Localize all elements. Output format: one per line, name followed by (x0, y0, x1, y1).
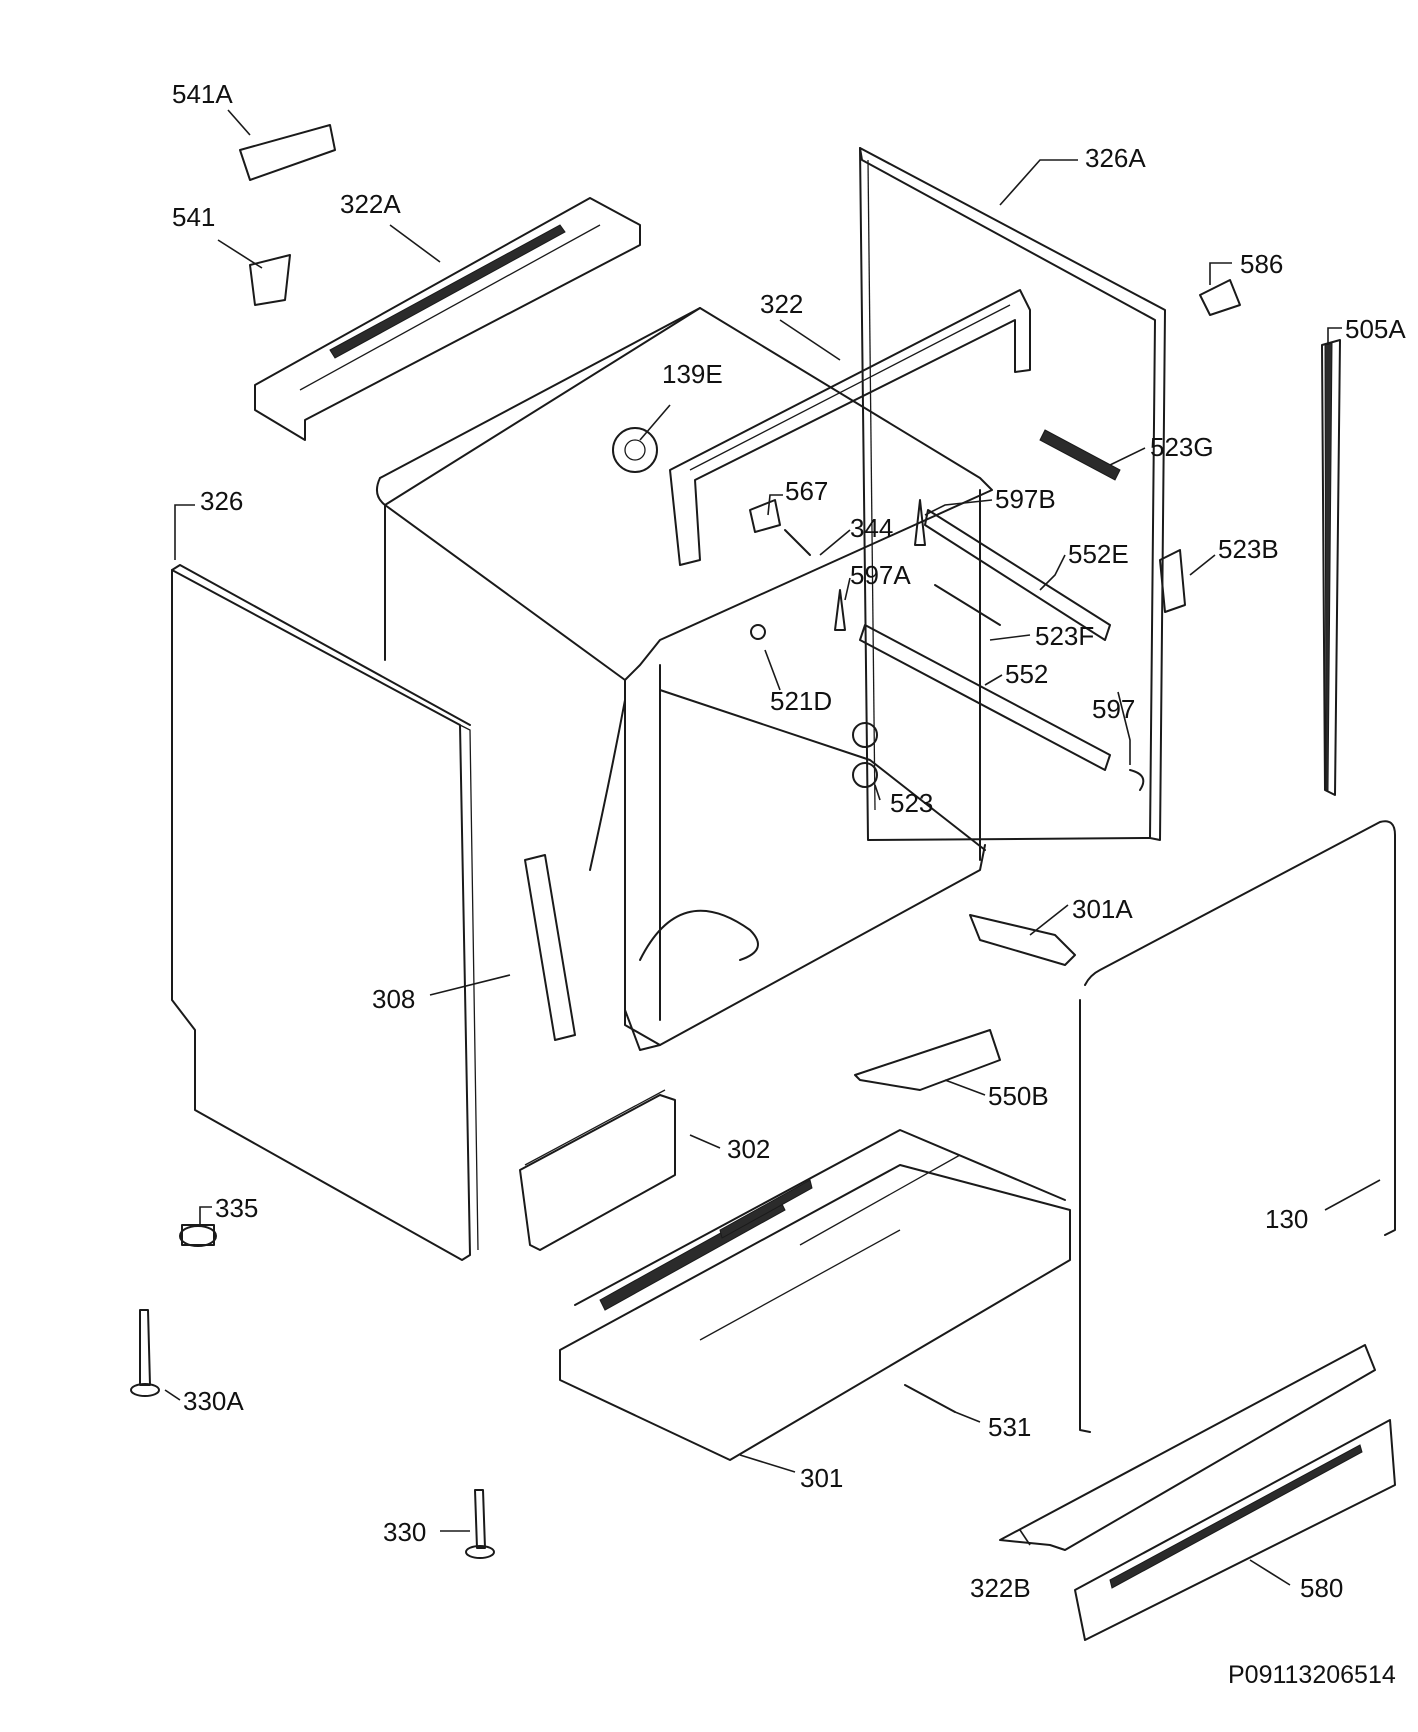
label-322A: 322A (340, 189, 401, 219)
label-523B: 523B (1218, 534, 1279, 564)
label-567: 567 (785, 476, 828, 506)
label-130: 130 (1265, 1204, 1308, 1234)
label-523G: 523G (1150, 432, 1214, 462)
label-301: 301 (800, 1463, 843, 1493)
top-rail-322A (254, 197, 641, 441)
label-552E: 552E (1068, 539, 1129, 569)
label-597: 597 (1092, 694, 1135, 724)
bottom-rails (999, 1344, 1396, 1641)
label-523F: 523F (1035, 621, 1094, 651)
leader-lines (164, 109, 1381, 1586)
label-322: 322 (760, 289, 803, 319)
label-330A: 330A (183, 1386, 244, 1416)
label-531: 531 (988, 1412, 1031, 1442)
label-308: 308 (372, 984, 415, 1014)
cover-302 (519, 1089, 676, 1251)
label-344: 344 (850, 513, 893, 543)
label-505A: 505A (1345, 314, 1406, 344)
label-541: 541 (172, 202, 215, 232)
door-seal-130 (1079, 820, 1396, 1433)
tub-body (375, 307, 993, 1051)
part-labels: 541A 541 322A 326A 586 505A 322 139E 523… (172, 79, 1406, 1603)
trim-strip-505A (1321, 339, 1341, 796)
label-326: 326 (200, 486, 243, 516)
label-301A: 301A (1072, 894, 1133, 924)
label-335: 335 (215, 1193, 258, 1223)
label-586: 586 (1240, 249, 1283, 279)
base-301 (559, 1129, 1071, 1461)
label-597B: 597B (995, 484, 1056, 514)
label-521D: 521D (770, 686, 832, 716)
label-330: 330 (383, 1517, 426, 1547)
label-580: 580 (1300, 1573, 1343, 1603)
label-541A: 541A (172, 79, 233, 109)
side-panel-326 (171, 564, 479, 1261)
label-322B: 322B (970, 1573, 1031, 1603)
diagram-code: P09113206514 (1228, 1661, 1396, 1689)
label-139E: 139E (662, 359, 723, 389)
label-302: 302 (727, 1134, 770, 1164)
label-552: 552 (1005, 659, 1048, 689)
label-326A: 326A (1085, 143, 1146, 173)
label-550B: 550B (988, 1081, 1049, 1111)
label-523: 523 (890, 788, 933, 818)
side-panel-326A (859, 147, 1166, 841)
small-parts (130, 124, 1241, 1559)
frame-322 (669, 289, 1031, 566)
label-597A: 597A (850, 560, 911, 590)
